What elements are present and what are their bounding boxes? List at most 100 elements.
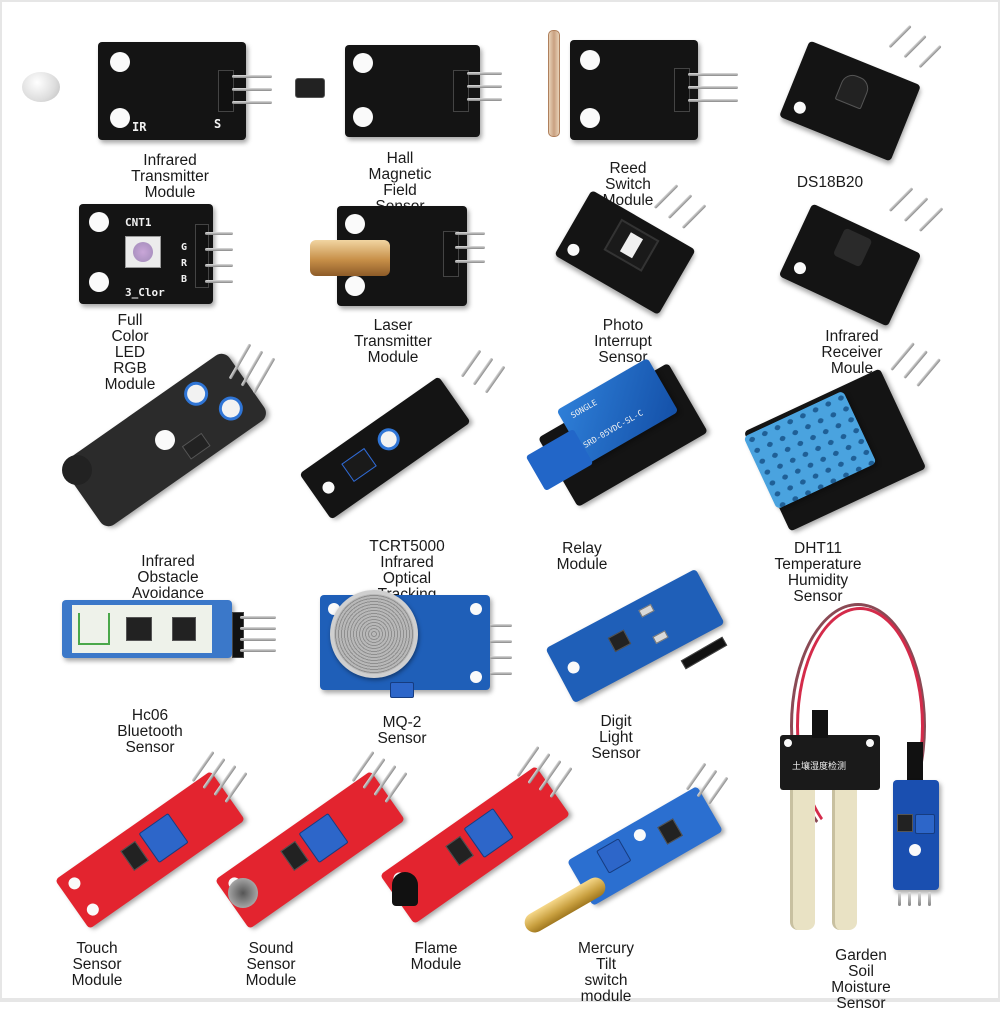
jumper-wire-red xyxy=(796,607,924,845)
mounting-hole xyxy=(345,276,365,296)
mounting-hole xyxy=(565,659,582,676)
module-label: Mercury Tilt switch module xyxy=(578,940,634,1005)
smd-component xyxy=(652,630,669,644)
header-pin xyxy=(240,627,276,630)
header-pin xyxy=(232,75,272,78)
header-pin xyxy=(490,656,512,659)
potentiometer-icon xyxy=(596,838,632,874)
module-label: Laser Transmitter Module xyxy=(354,317,432,366)
mounting-hole xyxy=(470,671,482,683)
header-pin xyxy=(898,892,901,906)
light-sensor-chip xyxy=(607,629,632,653)
ic-chip xyxy=(445,835,474,866)
pin-header xyxy=(195,224,209,288)
probe-prong-right xyxy=(832,790,857,930)
mounting-hole xyxy=(580,108,600,128)
mounting-hole xyxy=(66,874,83,892)
hall-sensor-chip xyxy=(295,78,325,98)
module-label: MQ-2 Sensor xyxy=(377,714,427,747)
header-pin xyxy=(688,73,738,76)
potentiometer-icon xyxy=(214,391,248,426)
silk-g: G xyxy=(181,242,188,253)
header-pin xyxy=(240,638,276,641)
bluetooth-chip-board xyxy=(72,605,212,653)
ic-chip xyxy=(897,814,913,832)
mounting-hole xyxy=(89,212,109,232)
mounting-hole xyxy=(866,739,874,747)
comparator-board xyxy=(893,780,939,890)
ic-chip xyxy=(657,818,683,845)
relay-brand: SONGLE xyxy=(569,397,599,421)
header-pin xyxy=(240,649,276,652)
photo-interrupter-icon xyxy=(603,218,660,272)
header-pin xyxy=(918,892,921,906)
header-pin xyxy=(467,85,502,88)
header-pin xyxy=(205,264,233,267)
ic-chip xyxy=(172,617,196,641)
potentiometer-icon xyxy=(915,814,935,834)
flame-sensor-led-icon xyxy=(392,872,418,906)
module-label: Full Color LED RGB Module xyxy=(104,312,156,393)
mounting-hole xyxy=(784,739,792,747)
pcb-board xyxy=(345,45,480,137)
pcb-board xyxy=(570,40,698,140)
pin-header xyxy=(674,68,690,112)
mounting-hole xyxy=(580,50,600,70)
module-label: Infrared Receiver Moule xyxy=(821,328,883,377)
module-label: TCRT5000 Infrared Optical Tracking Senso… xyxy=(369,538,445,619)
pcb-board: CNT1 3_Clor G R B xyxy=(79,204,213,304)
ic-chip xyxy=(120,840,149,871)
mounting-hole xyxy=(631,826,649,844)
mounting-hole xyxy=(84,901,102,918)
module-label: Hc06 Bluetooth Sensor xyxy=(117,707,183,756)
header-pin xyxy=(928,892,931,906)
module-label: Photo Interrupt Sensor xyxy=(594,317,652,366)
module-label: Sound Sensor Module xyxy=(245,940,297,989)
header-pin xyxy=(908,892,911,906)
silk-b: B xyxy=(181,274,188,285)
pin-header xyxy=(453,70,469,112)
module-connector xyxy=(907,742,923,784)
mounting-hole xyxy=(89,272,109,292)
mounting-hole xyxy=(792,260,808,277)
probe-board: 土壤湿度检测 xyxy=(780,735,880,790)
mounting-hole xyxy=(110,52,130,72)
header-pin xyxy=(455,246,485,249)
mounting-hole xyxy=(792,99,808,116)
header-pin xyxy=(205,280,233,283)
mounting-hole xyxy=(353,107,373,127)
probe-prong-left xyxy=(790,790,815,930)
pin-header xyxy=(443,231,459,277)
module-label: DS18B20 xyxy=(796,174,864,191)
ir-led-icon xyxy=(62,455,92,485)
pin-header xyxy=(218,70,234,112)
pcb-board: S IR xyxy=(98,42,246,140)
header-pin xyxy=(205,248,233,251)
header-pin xyxy=(232,88,272,91)
ds18b20-chip xyxy=(834,71,872,110)
pcb-board xyxy=(62,600,232,658)
mounting-hole xyxy=(353,53,373,73)
jumper-wire-brown xyxy=(790,603,926,849)
probe-connector xyxy=(812,710,828,738)
mounting-hole xyxy=(909,844,921,856)
smd-component xyxy=(638,603,655,618)
module-label: Infrared Transmitter Module xyxy=(131,152,209,201)
header-pin xyxy=(232,101,272,104)
gas-sensor-mesh-icon xyxy=(330,590,418,678)
ir-label: IR xyxy=(132,120,147,134)
ic-chip xyxy=(181,432,211,460)
antenna-trace-icon xyxy=(78,613,110,645)
potentiometer-icon xyxy=(179,377,213,411)
silk-3clor: 3_Clor xyxy=(125,286,165,299)
probe-silk: 土壤湿度检测 xyxy=(792,762,847,772)
header-pin xyxy=(490,640,512,643)
potentiometer-icon xyxy=(390,682,414,698)
potentiometer-icon xyxy=(373,423,405,455)
silk-r: R xyxy=(181,258,188,269)
microphone-icon xyxy=(228,878,258,908)
module-label: Digit Light Sensor xyxy=(591,713,641,762)
laser-diode-icon xyxy=(310,240,390,276)
header-pin xyxy=(467,98,502,101)
module-label: Touch Sensor Module xyxy=(71,940,123,989)
